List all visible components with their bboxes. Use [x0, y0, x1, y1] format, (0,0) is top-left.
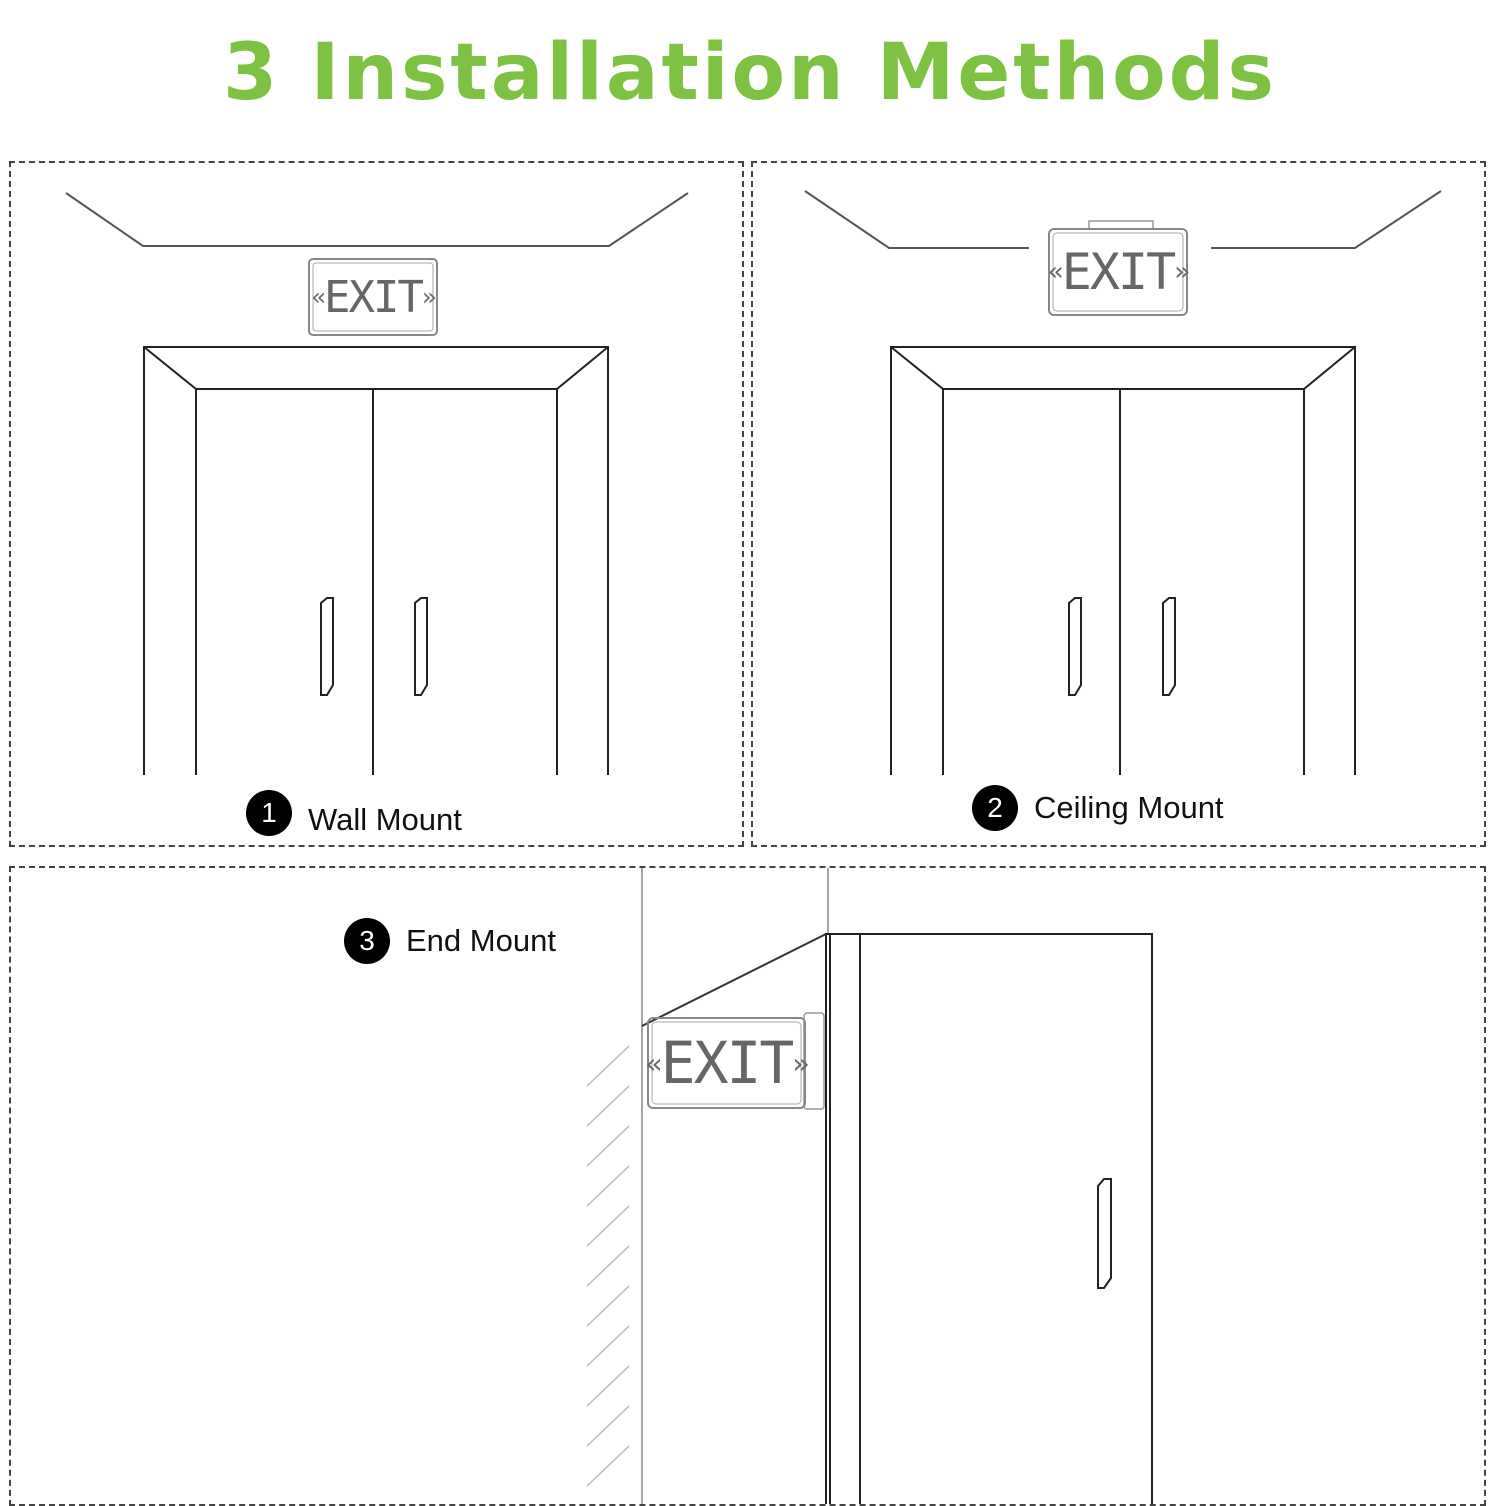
step-number-badge: 1: [246, 790, 292, 836]
exit-sign-text: «EXIT»: [645, 1029, 809, 1097]
ceiling-mount-panel: «EXIT» 2 Ceiling Mount: [751, 161, 1486, 847]
exit-sign-text: «EXIT»: [1048, 243, 1190, 301]
step-number-badge: 3: [344, 918, 390, 964]
end-mount-panel: «EXIT» 3 End Mount: [9, 866, 1486, 1506]
exit-sign-icon: [647, 1012, 825, 1110]
exit-sign-text: «EXIT»: [311, 271, 437, 323]
wall-mount-label: 1 Wall Mount: [246, 788, 462, 838]
method-label: Ceiling Mount: [1034, 790, 1224, 825]
wall-mount-illustration: [65, 192, 689, 775]
exit-sign-icon: [308, 258, 438, 336]
step-number-badge: 2: [972, 785, 1018, 831]
exit-sign-icon: [1048, 220, 1188, 316]
end-mount-label: 3 End Mount: [344, 918, 556, 964]
ceiling-mount-illustration: [804, 190, 1442, 775]
method-label: End Mount: [406, 923, 556, 958]
page-title: 3 Installation Methods: [223, 28, 1277, 118]
end-mount-illustration: [586, 868, 1153, 1504]
method-label: Wall Mount: [308, 802, 462, 837]
wall-mount-panel: «EXIT» 1 Wall Mount: [9, 161, 744, 847]
ceiling-mount-label: 2 Ceiling Mount: [972, 785, 1224, 831]
